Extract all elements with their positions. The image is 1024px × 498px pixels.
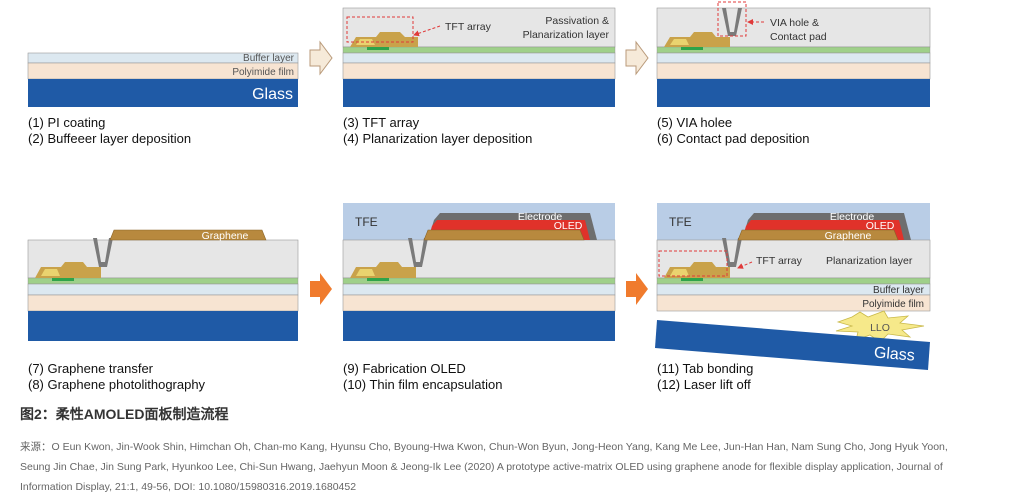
figure-title: 图2：柔性AMOLED面板制造流程	[20, 406, 229, 422]
llo-burst-icon	[835, 310, 925, 343]
polyimide-label-6: Polyimide film	[862, 299, 924, 310]
panel-4-captions: (7) Graphene transfer (8) Graphene photo…	[28, 361, 205, 393]
tfe-label: TFE	[355, 215, 378, 229]
electrode-label: Electrode	[518, 211, 563, 223]
arrow-2	[625, 40, 649, 76]
contact-label: Contact pad	[770, 31, 827, 43]
caption-line: (5) VIA holee	[657, 115, 733, 130]
tfe-label-6: TFE	[669, 215, 692, 229]
caption-line: (1) PI coating	[28, 115, 106, 130]
caption-line: (7) Graphene transfer	[28, 361, 154, 376]
caption-line: (8) Graphene photolithography	[28, 377, 206, 392]
tft-label: TFT array	[445, 21, 492, 33]
via-label: VIA hole &	[770, 17, 819, 29]
electrode-label-6: Electrode	[830, 211, 875, 223]
planarization-label: Planarization layer	[523, 29, 610, 41]
panel-3: VIA hole & Contact pad	[656, 1, 931, 107]
planarization-label-6: Planarization layer	[826, 255, 913, 267]
glass-label-6: Glass	[873, 344, 915, 364]
caption-line: (9) Fabrication OLED	[343, 361, 466, 376]
buffer-label: Buffer layer	[243, 53, 295, 64]
panel-5: TFE Electrode OLED	[342, 203, 616, 341]
panel-1: Buffer layer Polyimide film Glass	[27, 52, 299, 107]
passivation-label: Passivation &	[545, 15, 609, 27]
glass-label: Glass	[252, 86, 293, 103]
panel-5-captions: (9) Fabrication OLED (10) Thin film enca…	[343, 361, 502, 393]
llo-label: LLO	[870, 322, 890, 334]
panel-6: TFE Electrode OLED Graphene TFT array Pl…	[655, 203, 931, 370]
polyimide-label: Polyimide film	[232, 67, 294, 78]
panel-2-captions: (3) TFT array (4) Planarization layer de…	[343, 115, 532, 147]
oled-label-6: OLED	[866, 220, 895, 232]
arrow-3	[310, 273, 332, 305]
arrow-4	[626, 273, 648, 305]
tilted-glass	[655, 320, 930, 370]
source-citation: 来源：O Eun Kwon, Jin-Wook Shin, Himchan Oh…	[20, 441, 948, 493]
caption-line: (2) Buffeeer layer deposition	[28, 131, 192, 146]
panel-1-captions: (1) PI coating (2) Buffeeer layer deposi…	[28, 115, 191, 147]
caption-line: (12) Laser lift off	[657, 377, 751, 392]
arrow-1	[309, 40, 333, 76]
caption-line: (11) Tab bonding	[657, 361, 754, 376]
graphene-label-6: Graphene	[825, 230, 872, 242]
panel-3-captions: (5) VIA holee (6) Contact pad deposition	[657, 115, 809, 147]
panel-4: Graphene	[27, 229, 299, 341]
buffer-label-6: Buffer layer	[873, 285, 925, 296]
caption-line: (3) TFT array	[343, 115, 420, 130]
caption-line: (6) Contact pad deposition	[657, 131, 810, 146]
panel-6-captions: (11) Tab bonding (12) Laser lift off	[657, 361, 753, 393]
caption-line: (4) Planarization layer deposition	[343, 131, 533, 146]
oled-label: OLED	[554, 220, 583, 232]
tft-label-6: TFT array	[756, 255, 803, 267]
graphene-label: Graphene	[202, 230, 249, 242]
glass-layer	[28, 79, 298, 107]
caption-line: (10) Thin film encapsulation	[343, 377, 503, 392]
panel-2: TFT array Passivation & Planarization la…	[342, 7, 616, 107]
